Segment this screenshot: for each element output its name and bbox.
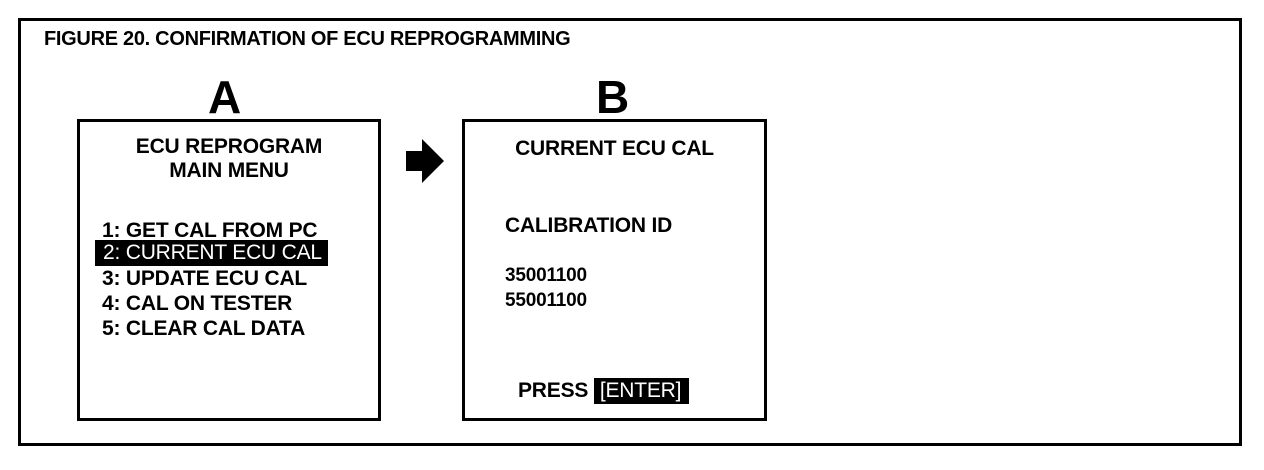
menu-item-update-ecu-cal[interactable]: 3: UPDATE ECU CAL [102, 267, 308, 290]
menu-item-current-ecu-cal[interactable]: 2: CURRENT ECU CAL [95, 240, 328, 266]
press-label: PRESS [518, 379, 589, 402]
calibration-id-value-2: 55001100 [505, 290, 587, 311]
menu-item-cal-on-tester[interactable]: 4: CAL ON TESTER [102, 292, 293, 315]
screen-a-title-line2: MAIN MENU [169, 159, 289, 182]
calibration-id-label: CALIBRATION ID [505, 214, 673, 237]
screen-b-current-ecu-cal: CURRENT ECU CAL CALIBRATION ID 35001100 … [462, 119, 767, 421]
menu-item-get-cal-from-pc[interactable]: 1: GET CAL FROM PC [102, 219, 318, 242]
figure-frame [18, 18, 1242, 446]
right-arrow-icon [406, 139, 444, 183]
screen-a-main-menu: ECU REPROGRAM MAIN MENU 1: GET CAL FROM … [77, 119, 381, 421]
panel-b-letter: B [596, 71, 630, 123]
figure-title: FIGURE 20. CONFIRMATION OF ECU REPROGRAM… [44, 28, 571, 50]
panel-a-letter: A [208, 71, 242, 123]
menu-item-selected-highlight: 2: CURRENT ECU CAL [95, 240, 328, 266]
menu-item-clear-cal-data[interactable]: 5: CLEAR CAL DATA [102, 317, 306, 340]
screen-b-title: CURRENT ECU CAL [515, 137, 714, 160]
calibration-id-value-1: 35001100 [505, 265, 587, 286]
screen-a-title-line1: ECU REPROGRAM [135, 135, 323, 158]
enter-key-highlight: [ENTER] [593, 378, 690, 404]
press-enter-prompt[interactable]: PRESS [ENTER] [518, 378, 690, 404]
